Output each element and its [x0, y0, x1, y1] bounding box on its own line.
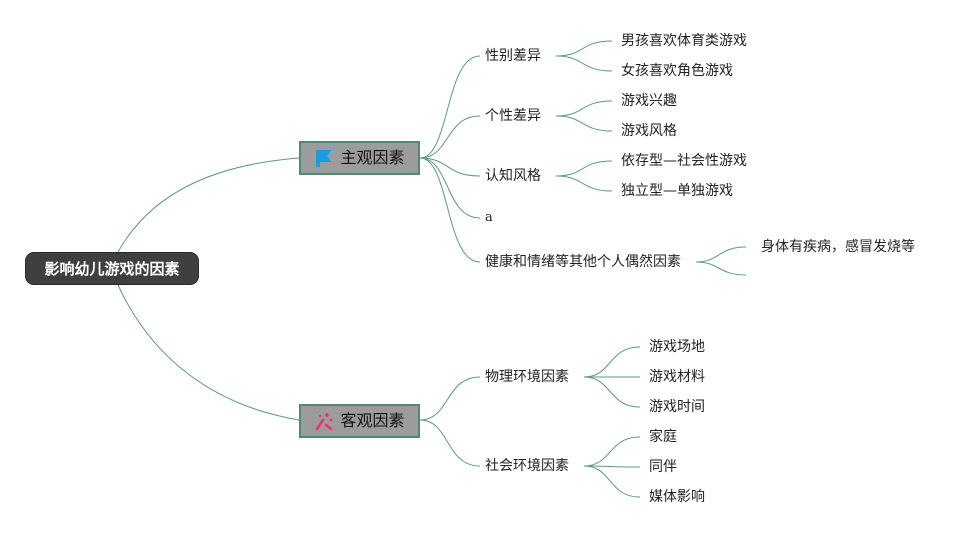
connector-personality-interest — [555, 100, 613, 117]
node-gender-difference[interactable]: 性别差异 — [485, 48, 541, 64]
connector-gender-boys — [555, 40, 613, 57]
leaf-game-style[interactable]: 游戏风格 — [621, 123, 677, 139]
flag-icon — [314, 148, 334, 168]
connector-health-illness — [695, 246, 747, 263]
connector-subjective-a — [419, 157, 481, 219]
connector-physical-venue — [583, 346, 641, 378]
root-node[interactable]: 影响幼儿游戏的因素 — [25, 252, 199, 285]
leaf-peers[interactable]: 同伴 — [649, 459, 677, 475]
connector-personality-style — [555, 115, 613, 132]
connector-subjective-cognitive — [419, 157, 481, 177]
leaf-game-venue[interactable]: 游戏场地 — [649, 339, 705, 355]
leaf-media-influence[interactable]: 媒体影响 — [649, 489, 705, 505]
branch-objective-label: 客观因素 — [340, 411, 405, 430]
connector-gender-girls — [555, 55, 613, 72]
node-cognitive-style[interactable]: 认知风格 — [485, 168, 541, 184]
leaf-independent-solo-games[interactable]: 独立型—单独游戏 — [621, 183, 733, 199]
connector-objective-physical — [419, 376, 481, 421]
connector-root-subjective — [117, 157, 300, 253]
leaf-game-interest[interactable]: 游戏兴趣 — [621, 93, 677, 109]
leaf-illness-fever[interactable]: 身体有疾病，感冒发烧等 — [761, 239, 915, 255]
connector-cognitive-dependent — [555, 160, 613, 177]
connector-subjective-health — [419, 157, 481, 263]
branch-subjective-factors[interactable]: 主观因素 — [299, 141, 420, 175]
connector-health-empty — [695, 261, 747, 276]
branch-subjective-label: 主观因素 — [340, 148, 405, 167]
connector-subjective-gender — [419, 55, 481, 159]
node-physical-environment[interactable]: 物理环境因素 — [485, 369, 569, 385]
leaf-game-materials[interactable]: 游戏材料 — [649, 369, 705, 385]
node-health-emotion[interactable]: 健康和情绪等其他个人偶然因素 — [485, 254, 681, 270]
connector-social-peers — [583, 465, 641, 468]
connector-social-family — [583, 436, 641, 467]
connector-cognitive-independent — [555, 175, 613, 192]
connector-physical-time — [583, 376, 641, 408]
node-a[interactable]: a — [485, 210, 493, 225]
node-personality-difference[interactable]: 个性差异 — [485, 108, 541, 124]
connector-social-media — [583, 465, 641, 498]
connector-objective-social — [419, 419, 481, 467]
leaf-game-time[interactable]: 游戏时间 — [649, 399, 705, 415]
node-social-environment[interactable]: 社会环境因素 — [485, 458, 569, 474]
connector-subjective-personality — [419, 115, 481, 159]
sparkle-icon — [314, 411, 334, 431]
leaf-boys-sports-games[interactable]: 男孩喜欢体育类游戏 — [621, 33, 747, 49]
leaf-girls-role-games[interactable]: 女孩喜欢角色游戏 — [621, 63, 733, 79]
leaf-family[interactable]: 家庭 — [649, 429, 677, 445]
leaf-dependent-social-games[interactable]: 依存型—社会性游戏 — [621, 153, 747, 169]
branch-objective-factors[interactable]: 客观因素 — [299, 404, 420, 438]
connector-root-objective — [117, 284, 300, 421]
